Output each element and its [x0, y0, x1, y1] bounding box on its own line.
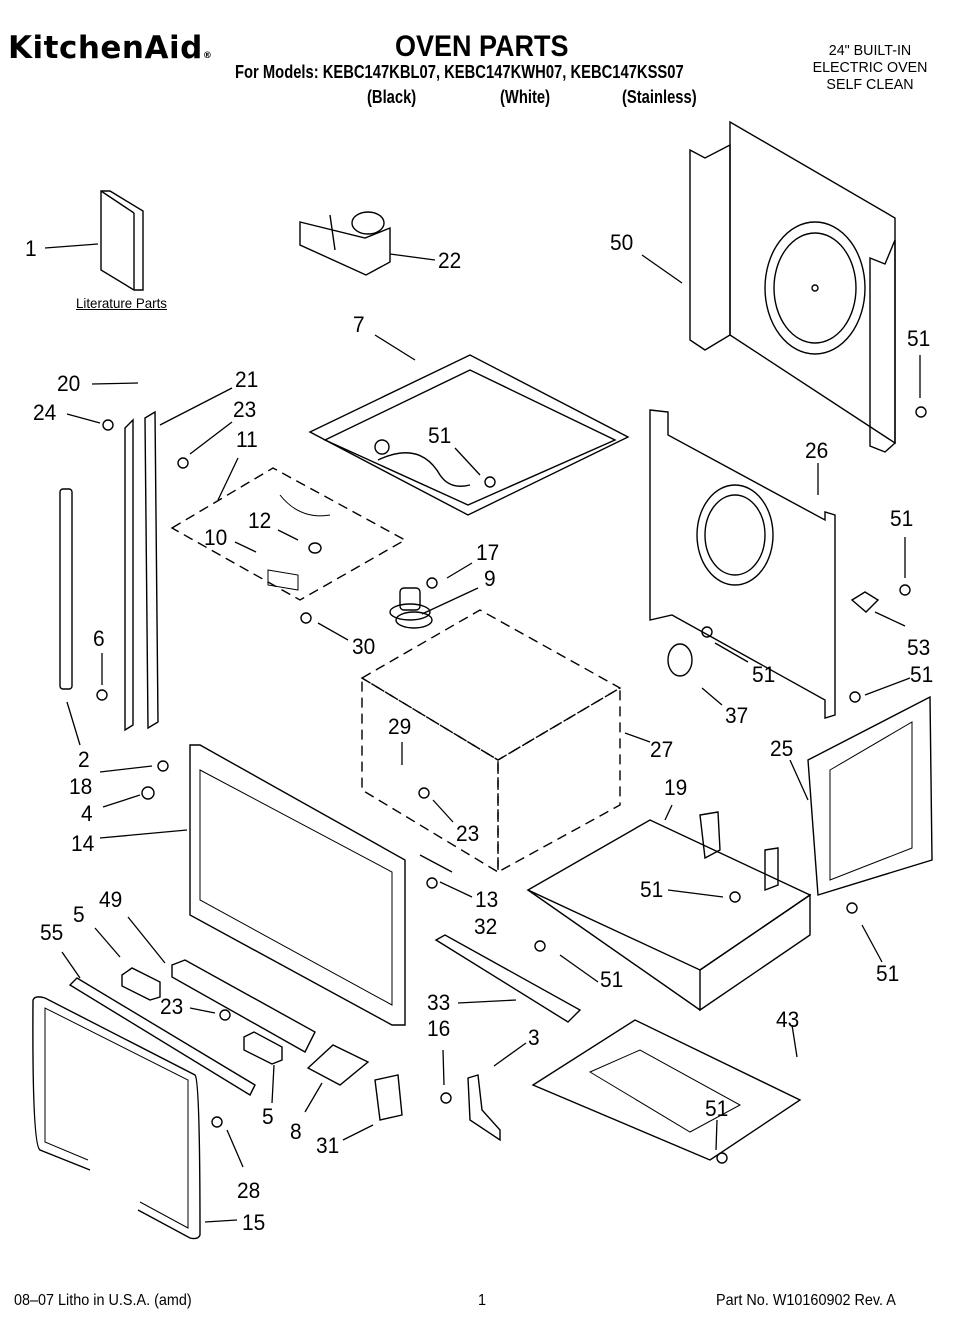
callout-51: 51: [428, 423, 452, 448]
top-panel-part: [308, 354, 630, 516]
callout-51: 51: [640, 877, 664, 902]
callout-51: 51: [600, 967, 624, 992]
door-frame-part: [189, 744, 406, 1026]
callout-43: 43: [776, 1007, 800, 1032]
callout-33: 33: [427, 990, 451, 1015]
screw-fasteners: [96, 406, 927, 1164]
callout-21: 21: [235, 367, 259, 392]
bottom-tray-part: [531, 1019, 802, 1161]
callout-7: 7: [353, 312, 365, 337]
page-number: 1: [478, 1292, 487, 1309]
callout-27: 27: [650, 737, 674, 762]
literature-booklet-part: [100, 190, 144, 291]
callout-10: 10: [204, 525, 228, 550]
callout-2: 2: [78, 747, 90, 772]
spacer-block-part: [121, 967, 283, 1065]
callout-6: 6: [93, 626, 105, 651]
callout-51: 51: [907, 326, 931, 351]
callout-51: 51: [890, 506, 914, 531]
callout-14: 14: [71, 831, 95, 856]
variant-stainless: (Stainless): [622, 87, 697, 107]
rear-support-part: [649, 409, 836, 719]
callout-13: 13: [475, 887, 499, 912]
callout-9: 9: [484, 566, 496, 591]
registered-mark: ®: [202, 51, 213, 61]
callout-5: 5: [262, 1104, 274, 1129]
control-module-part: [299, 211, 391, 276]
callout-19: 19: [664, 775, 688, 800]
callout-50: 50: [610, 230, 634, 255]
side-panel-right-part: [807, 695, 933, 896]
callout-51: 51: [876, 961, 900, 986]
thermal-switch-part: [667, 643, 693, 677]
clip-part: [850, 591, 880, 613]
callout-1: 1: [25, 236, 37, 261]
callout-12: 12: [248, 508, 272, 533]
callout-26: 26: [805, 438, 829, 463]
cover-plate-part: [526, 811, 812, 1012]
callout-arrows: [44, 243, 921, 1223]
sensor-part: [395, 611, 433, 629]
hinge-bracket-part: [467, 1074, 501, 1142]
callout-55: 55: [40, 920, 64, 945]
side-tube-part: [59, 488, 73, 690]
callout-11: 11: [236, 427, 258, 452]
product-line-2: ELECTRIC OVEN: [812, 59, 928, 76]
brand-logo: KitchenAid®: [8, 30, 212, 66]
part-number: Part No. W10160902 Rev. A: [716, 1292, 896, 1309]
duct-part: [171, 959, 316, 1053]
product-line-3: SELF CLEAN: [826, 76, 914, 93]
variant-black: (Black): [367, 87, 417, 107]
callout-25: 25: [770, 736, 794, 761]
callout-51: 51: [752, 662, 776, 687]
callout-15: 15: [242, 1210, 266, 1235]
callout-18: 18: [69, 774, 93, 799]
variant-white: (White): [500, 87, 551, 107]
callout-28: 28: [237, 1178, 261, 1203]
lamp-assembly-part: [170, 467, 407, 601]
callout-16: 16: [427, 1016, 451, 1041]
callout-53: 53: [907, 635, 931, 660]
callout-51: 51: [910, 662, 934, 687]
callout-22: 22: [438, 248, 462, 273]
callout-32: 32: [474, 914, 498, 939]
callout-37: 37: [725, 703, 749, 728]
side-trim-part: [124, 410, 159, 732]
door-gasket-part: [32, 996, 201, 1240]
bracket-31-part: [374, 1074, 403, 1121]
print-info: 08–07 Litho in U.S.A. (amd): [14, 1292, 192, 1309]
product-description: 24" BUILT-IN ELECTRIC OVEN SELF CLEAN: [800, 42, 940, 93]
page-title: OVEN PARTS: [395, 30, 569, 63]
product-line-1: 24" BUILT-IN: [828, 42, 912, 59]
callout-51: 51: [705, 1096, 729, 1121]
deflector-part: [306, 1044, 370, 1086]
bracket-33-part: [434, 934, 582, 1023]
callout-3: 3: [528, 1025, 540, 1050]
callout-24: 24: [33, 400, 57, 425]
brand-name: KitchenAid: [8, 30, 203, 66]
callout-4: 4: [81, 801, 93, 826]
literature-parts-label: Literature Parts: [76, 295, 167, 311]
callout-23: 23: [456, 821, 480, 846]
callout-29: 29: [388, 714, 412, 739]
callout-49: 49: [99, 887, 123, 912]
vent-strip-part: [68, 977, 256, 1096]
callout-5: 5: [73, 902, 85, 927]
oven-cavity-part: [360, 587, 622, 874]
callout-23: 23: [233, 397, 257, 422]
callout-17: 17: [476, 540, 500, 565]
models-line: For Models: KEBC147KBL07, KEBC147KWH07, …: [235, 62, 684, 82]
callout-31: 31: [316, 1133, 340, 1158]
callout-30: 30: [352, 634, 376, 659]
rear-panel-part: [689, 120, 896, 453]
callout-23: 23: [160, 994, 184, 1019]
callout-8: 8: [290, 1119, 302, 1144]
callout-20: 20: [57, 371, 81, 396]
